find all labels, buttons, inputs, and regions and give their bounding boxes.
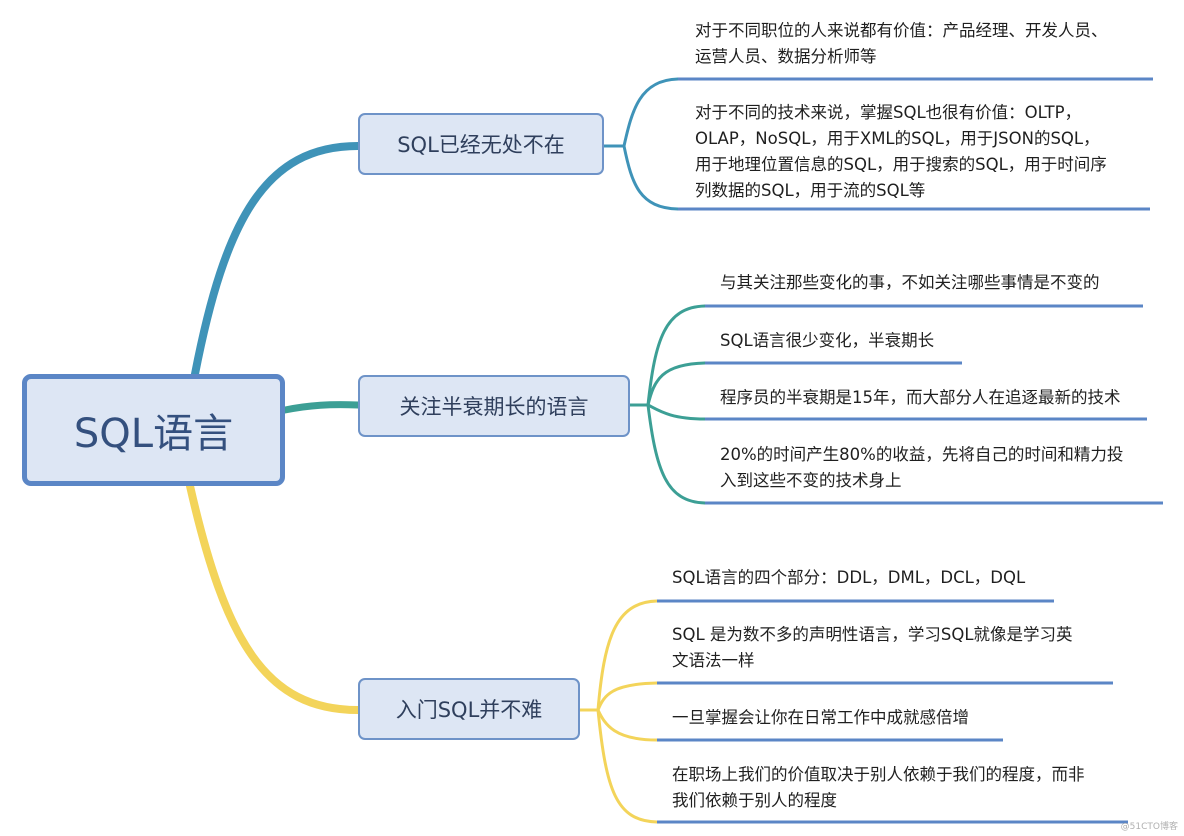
branch-label: 入门SQL并不难 [395,698,543,722]
connector-branch-1-leaf-2 [622,145,1150,211]
connector-branch-3-leaf-4 [596,709,1128,824]
leaf-text[interactable]: 对于不同职位的人来说都有价值：产品经理、开发人员、 运营人员、数据分析师等 [695,18,1108,70]
leaf-text[interactable]: 对于不同的技术来说，掌握SQL也很有价值：OLTP， OLAP，NoSQL，用于… [695,100,1107,204]
leaf-line: 文语法一样 [672,651,755,670]
leaf-line: 用于地理位置信息的SQL，用于搜索的SQL，用于时间序 [695,155,1107,174]
branch-node-long-half-life[interactable]: 关注半衰期长的语言 [358,375,630,437]
leaf-line: 与其关注那些变化的事，不如关注哪些事情是不变的 [720,273,1100,292]
connector-branch-2-leaf-1 [630,304,1143,407]
leaf-line: 程序员的半衰期是15年，而大部分人在追逐最新的技术 [720,388,1121,407]
connector-branch-3-leaf-1 [580,599,1054,712]
connector-branch-3-leaf-3 [596,709,1003,742]
root-node[interactable]: SQL语言 [22,374,285,486]
connector-branch-1-leaf-1 [604,77,1153,148]
leaf-text[interactable]: 程序员的半衰期是15年，而大部分人在追逐最新的技术 [720,385,1121,411]
leaf-text[interactable]: SQL语言的四个部分：DDL，DML，DCL，DQL [672,565,1025,591]
leaf-text[interactable]: 20%的时间产生80%的收益，先将自己的时间和精力投 入到这些不变的技术身上 [720,442,1123,494]
connector-branch-2-leaf-4 [646,404,1163,505]
connector-root-to-branch-2 [281,401,362,414]
connector-root-to-branch-3 [186,482,362,714]
branch-label: 关注半衰期长的语言 [399,395,589,419]
leaf-line: 我们依赖于别人的程度 [672,791,837,810]
leaf-line: 一旦掌握会让你在日常工作中成就感倍增 [672,708,969,727]
leaf-line: 入到这些不变的技术身上 [720,471,902,490]
leaf-line: 对于不同的技术来说，掌握SQL也很有价值：OLTP， [695,103,1082,122]
leaf-text[interactable]: SQL 是为数不多的声明性语言，学习SQL就像是学习英 文语法一样 [672,622,1073,674]
leaf-underlines [657,77,1163,824]
leaf-text[interactable]: 一旦掌握会让你在日常工作中成就感倍增 [672,705,969,731]
leaf-line: 列数据的SQL，用于流的SQL等 [695,181,926,200]
connector-branch-2-leaf-3 [647,403,1147,421]
branch-label: SQL已经无处不在 [397,133,565,157]
watermark: @51CTO博客 [1120,822,1178,832]
leaf-text[interactable]: 在职场上我们的价值取决于别人依赖于我们的程度，而非 我们依赖于别人的程度 [672,762,1085,814]
leaf-line: 运营人员、数据分析师等 [695,47,877,66]
leaf-line: SQL语言很少变化，半衰期长 [720,331,935,350]
leaf-line: 在职场上我们的价值取决于别人依赖于我们的程度，而非 [672,765,1085,784]
connector-root-to-branch-1 [191,142,362,378]
leaf-text[interactable]: 与其关注那些变化的事，不如关注哪些事情是不变的 [720,270,1100,296]
leaf-line: OLAP，NoSQL，用于XML的SQL，用于JSON的SQL， [695,129,1100,148]
root-label: SQL语言 [73,411,234,457]
leaf-text[interactable]: SQL语言很少变化，半衰期长 [720,328,934,354]
leaf-line: SQL语言的四个部分：DDL，DML，DCL，DQL [672,568,1026,587]
leaf-line: 20%的时间产生80%的收益，先将自己的时间和精力投 [720,445,1124,464]
leaf-line: 对于不同职位的人来说都有价值：产品经理、开发人员、 [695,21,1108,40]
leaf-line: SQL 是为数不多的声明性语言，学习SQL就像是学习英 [672,625,1073,644]
connector-branch-2-leaf-2 [646,361,962,406]
branch-node-sql-everywhere[interactable]: SQL已经无处不在 [358,113,604,175]
branch-node-getting-started[interactable]: 入门SQL并不难 [358,678,580,740]
connector-branch-3-leaf-2 [596,681,1113,711]
